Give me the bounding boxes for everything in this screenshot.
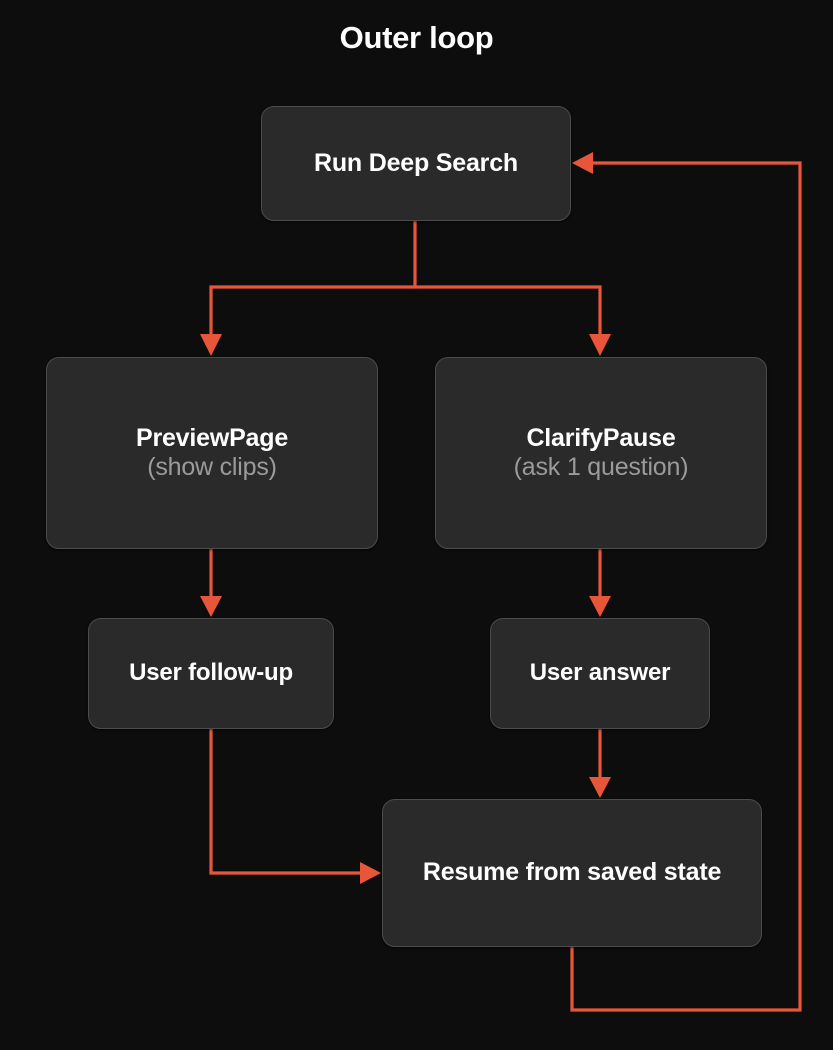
- page-title: Outer loop: [339, 20, 494, 55]
- node-resume-state[interactable]: Resume from saved state: [382, 799, 762, 947]
- arrowhead-to-run-deep-search: [572, 152, 593, 174]
- node-preview-page[interactable]: PreviewPage (show clips): [46, 357, 378, 549]
- node-preview-page-title: PreviewPage: [135, 423, 289, 452]
- node-run-deep-search-title: Run Deep Search: [313, 148, 518, 177]
- node-user-followup-title: User follow-up: [129, 659, 293, 687]
- node-preview-page-subtitle: (show clips): [147, 453, 277, 481]
- node-clarify-pause-subtitle: (ask 1 question): [513, 453, 689, 481]
- arrowhead-to-clarify-pause: [589, 334, 611, 356]
- node-resume-state-title: Resume from saved state: [422, 858, 722, 887]
- edge-run-to-preview: [209, 221, 417, 339]
- node-user-answer-title: User answer: [529, 659, 671, 687]
- arrowhead-to-user-followup: [200, 596, 222, 617]
- node-user-followup[interactable]: User follow-up: [88, 618, 334, 729]
- node-clarify-pause[interactable]: ClarifyPause (ask 1 question): [435, 357, 767, 549]
- arrowhead-to-resume-state-left: [360, 862, 381, 884]
- node-run-deep-search[interactable]: Run Deep Search: [261, 106, 571, 221]
- arrowhead-to-resume-state: [589, 777, 611, 798]
- node-user-answer[interactable]: User answer: [490, 618, 710, 729]
- arrowhead-to-preview-page: [200, 334, 222, 356]
- edge-run-to-clarify: [415, 285, 602, 339]
- node-clarify-pause-title: ClarifyPause: [526, 423, 676, 452]
- arrowhead-to-user-answer: [589, 596, 611, 617]
- edge-followup-to-resume: [209, 729, 364, 875]
